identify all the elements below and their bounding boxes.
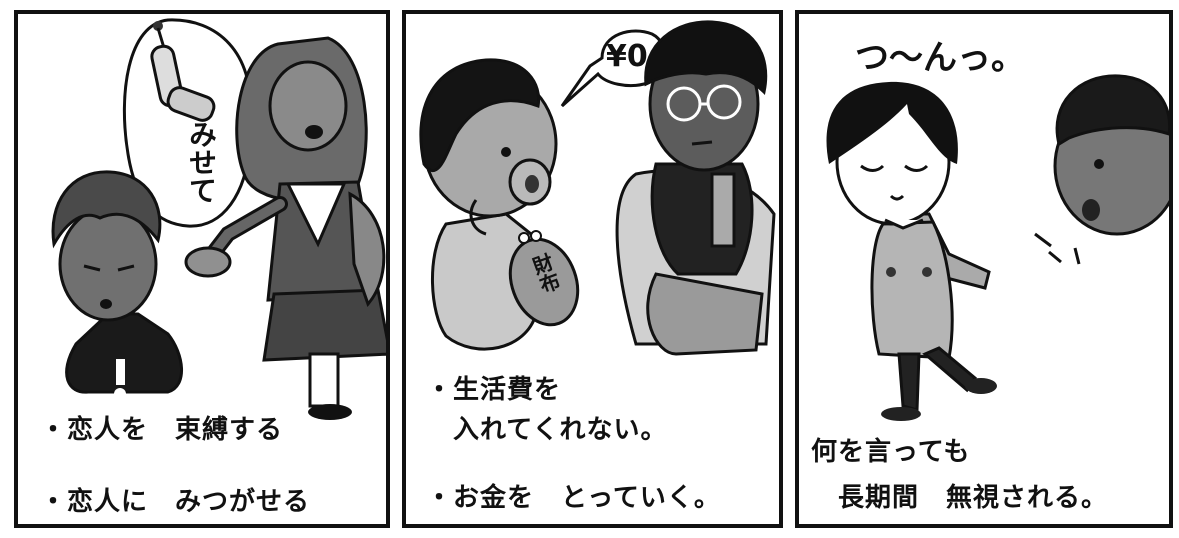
woman-character	[419, 58, 558, 351]
caption-line-1: ・恋人を 束縛する	[40, 415, 284, 445]
cellphone-icon	[150, 21, 216, 122]
caption-line-1: ・生活費を	[426, 375, 562, 405]
boy-character	[1034, 74, 1169, 265]
caption-line-1: 何を言っても	[811, 437, 971, 467]
caption-line-2: ・恋人に みつがせる	[40, 487, 311, 517]
girl-character	[826, 81, 997, 421]
caption-line-2: 入れてくれない。	[426, 415, 668, 445]
wallet-icon	[508, 230, 580, 327]
comic-panel-1: みせて ・恋人を 束縛する ・恋人に みつがせる	[14, 10, 390, 528]
caption-line-2: 長期間 無視される。	[811, 483, 1109, 513]
panel-3-illustration	[826, 74, 1169, 421]
boy-character	[51, 170, 183, 400]
comic-panel-2: ¥0 財布 ・生活費を 入れてくれない。 ・お金を とっていく。	[402, 10, 783, 528]
comic-panel-3: つ〜んっ。 何を言っても 長期間 無視される。	[795, 10, 1173, 528]
girl-character	[184, 36, 386, 420]
man-character	[615, 20, 776, 356]
panel-2-illustration	[419, 20, 776, 356]
caption-line-3: ・お金を とっていく。	[426, 483, 721, 513]
speech-text: ¥0	[606, 39, 648, 74]
panel-1-illustration	[51, 18, 386, 420]
speech-text: つ〜んっ。	[855, 38, 1025, 78]
speech-text: みせて	[185, 120, 218, 204]
